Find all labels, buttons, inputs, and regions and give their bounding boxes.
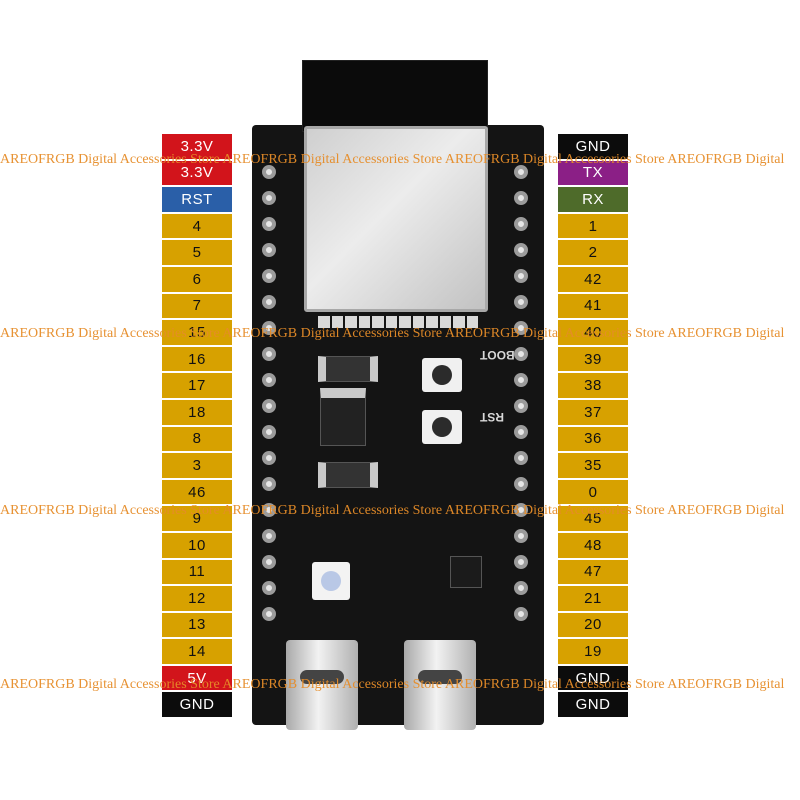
pin-label: 47 [557, 558, 629, 586]
pin-label: 21 [557, 585, 629, 612]
reset-button[interactable] [422, 410, 462, 444]
pin-label: RX [557, 186, 629, 213]
pin-label: GND [161, 691, 233, 719]
diode-top [318, 356, 378, 382]
pin-label: 3 [161, 452, 233, 479]
pin-label: 48 [557, 531, 629, 559]
left-pin-column: 3.3V 3.3V RST 4 5 6 7 15 16 17 18 8 3 46… [161, 133, 233, 719]
pin-label: 42 [557, 265, 629, 293]
rgb-led [312, 562, 350, 600]
pin-label: 16 [161, 345, 233, 373]
usb-c-port-left [286, 640, 358, 730]
pin-label: 2 [557, 239, 629, 266]
pin-label: 0 [557, 478, 629, 506]
pin-label: 46 [161, 478, 233, 506]
pin-label: 8 [161, 425, 233, 453]
pin-label: 14 [161, 638, 233, 665]
pin-label: 18 [161, 398, 233, 426]
pin-label: 15 [161, 319, 233, 346]
pin-label: 38 [557, 372, 629, 399]
pin-label: 11 [161, 558, 233, 586]
pin-label: RST [161, 186, 233, 213]
pin-label: 19 [557, 638, 629, 665]
pin-label: 35 [557, 452, 629, 479]
right-pin-column: GND TX RX 1 2 42 41 40 39 38 37 36 35 0 … [557, 133, 629, 719]
pin-label: 39 [557, 345, 629, 373]
pin-label: 36 [557, 425, 629, 453]
pin-label: 3.3V [161, 133, 233, 160]
antenna-area [302, 60, 488, 132]
pin-label: 40 [557, 319, 629, 346]
usb-c-port-right [404, 640, 476, 730]
left-header-holes [262, 165, 276, 621]
pin-label: GND [557, 691, 629, 719]
right-header-holes [514, 165, 528, 621]
voltage-regulator [320, 388, 366, 446]
pin-label: 4 [161, 212, 233, 240]
pin-label: 7 [161, 292, 233, 320]
pin-label: 6 [161, 265, 233, 293]
pin-label: 20 [557, 611, 629, 639]
pin-label: 9 [161, 505, 233, 532]
pin-label: GND [557, 664, 629, 692]
pin-label: GND [557, 133, 629, 160]
pin-label: 3.3V [161, 159, 233, 187]
wifi-module-shield [304, 126, 488, 312]
pin-label: 41 [557, 292, 629, 320]
pin-label: 12 [161, 585, 233, 612]
pin-label: 45 [557, 505, 629, 532]
rst-silk-label: RST [480, 410, 504, 424]
module-castellation [318, 316, 478, 328]
boot-button[interactable] [422, 358, 462, 392]
usb-bridge-chip [450, 556, 482, 588]
pin-label: 5 [161, 239, 233, 266]
pin-label: TX [557, 159, 629, 187]
pin-label: 37 [557, 398, 629, 426]
pin-label: 10 [161, 531, 233, 559]
pin-label: 17 [161, 372, 233, 399]
pin-label: 5V [161, 664, 233, 692]
pin-label: 13 [161, 611, 233, 639]
pin-label: 1 [557, 212, 629, 240]
diode-bottom [318, 462, 378, 488]
boot-silk-label: BOOT [480, 348, 515, 362]
